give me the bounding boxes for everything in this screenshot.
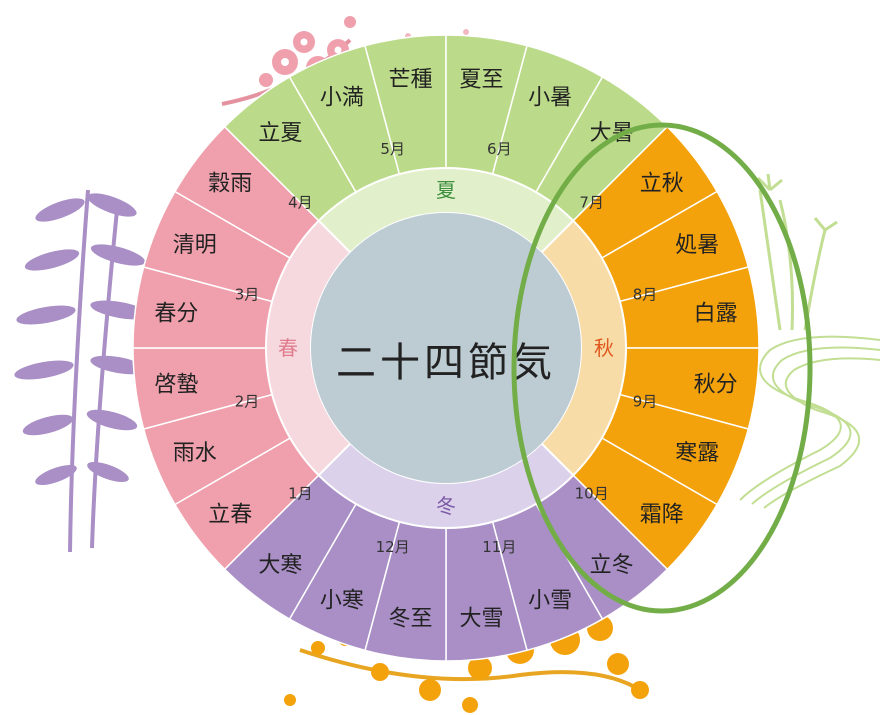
term-label: 冬至	[388, 607, 432, 632]
month-label: 9月	[633, 392, 658, 410]
month-labels: 2月 3月 4月 5月 6月 7月 8月 9月 10月 11月 12月 1月	[235, 140, 658, 556]
term-label: 小満	[320, 86, 364, 111]
term-label: 啓蟄	[154, 373, 198, 398]
month-label: 12月	[376, 538, 410, 556]
center-disc	[311, 213, 581, 483]
term-label: 春分	[154, 301, 198, 326]
term-label: 夏至	[459, 67, 503, 92]
term-label: 寒露	[675, 441, 719, 466]
term-label: 大雪	[459, 607, 503, 632]
term-label: 秋分	[694, 373, 738, 398]
term-label: 小寒	[320, 588, 364, 613]
wisteria-icon	[14, 189, 150, 553]
month-label: 3月	[235, 286, 260, 304]
iris-icon	[739, 173, 881, 509]
month-label: 10月	[575, 485, 609, 503]
diagram-title: 二十四節気	[336, 340, 556, 386]
term-label: 立秋	[640, 171, 684, 196]
term-label: 霜降	[640, 503, 684, 528]
season-label-winter: 冬	[436, 494, 456, 518]
month-label: 1月	[288, 485, 313, 503]
term-label: 小雪	[528, 588, 572, 613]
term-label: 小暑	[528, 86, 572, 111]
term-label: 立冬	[590, 553, 634, 578]
highlight-ellipse	[511, 122, 813, 614]
season-labels: 春 夏秋冬	[278, 178, 614, 518]
term-label: 清明	[173, 233, 217, 258]
month-label: 2月	[235, 392, 260, 410]
term-label: 立夏	[258, 121, 302, 146]
term-label: 白露	[694, 301, 738, 326]
term-label: 雨水	[173, 441, 217, 466]
season-label-summer: 夏	[436, 178, 456, 202]
term-label: 立春	[208, 503, 252, 528]
maple-branch-icon	[284, 615, 649, 713]
month-label: 5月	[380, 140, 405, 158]
month-label: 8月	[633, 286, 658, 304]
month-label: 11月	[482, 538, 516, 556]
month-label: 7月	[579, 193, 604, 211]
term-label: 芒種	[388, 67, 432, 92]
month-label: 6月	[487, 140, 512, 158]
term-labels: 立春雨水啓蟄春分清明穀雨立夏小満芒種夏至小暑大暑立秋処暑白露秋分寒露霜降立冬小雪…	[154, 67, 737, 631]
season-label-autumn: 秋	[594, 336, 614, 360]
term-label: 大寒	[258, 553, 302, 578]
month-label: 4月	[288, 193, 313, 211]
term-label: 穀雨	[208, 171, 252, 196]
season-label-spring: 春	[278, 336, 298, 360]
term-label: 処暑	[675, 233, 719, 258]
